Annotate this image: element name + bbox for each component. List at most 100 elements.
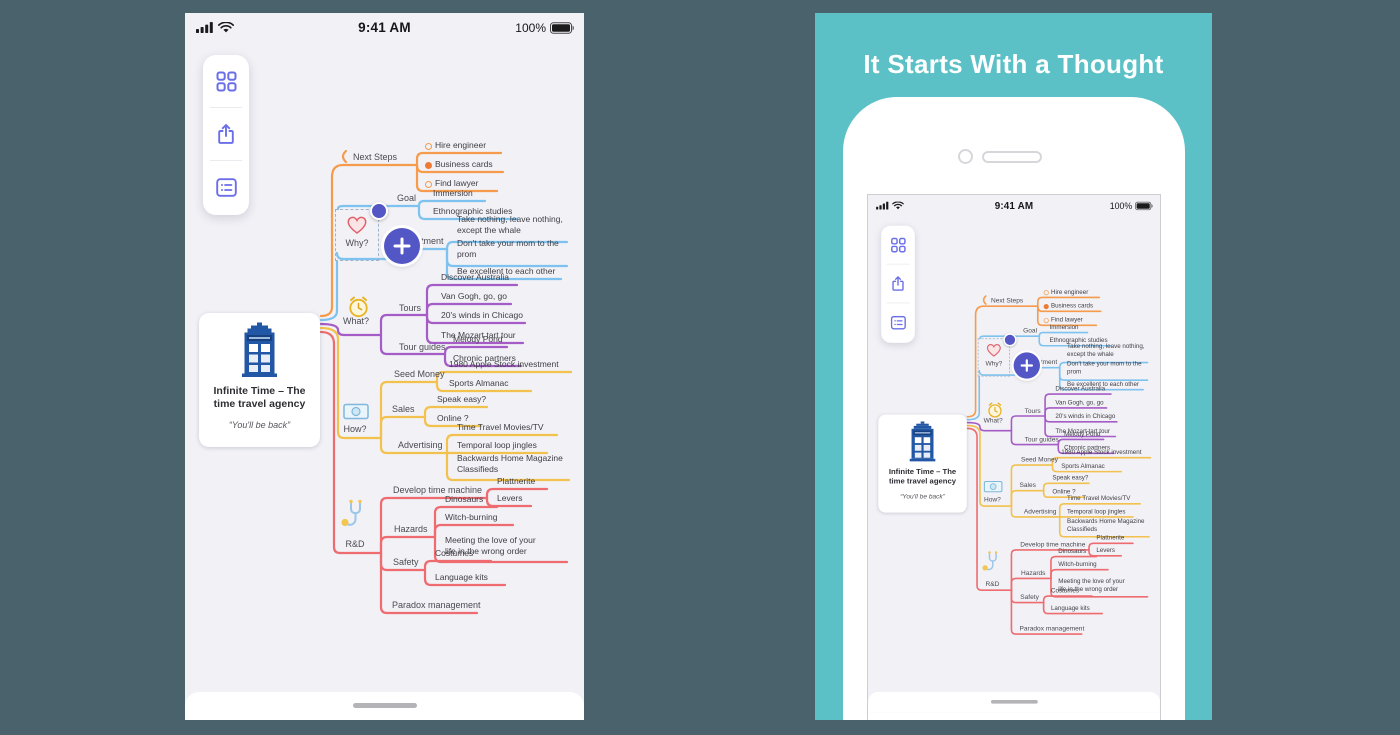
mindmap-leaf-node[interactable]: Levers — [497, 493, 523, 503]
selection-handle[interactable] — [370, 202, 388, 220]
task-bullet[interactable] — [424, 180, 432, 188]
mindmap-leaf-node[interactable]: Sports Almanac — [1061, 462, 1105, 470]
mindmap-leaf-node[interactable]: Melody Pond — [453, 334, 503, 344]
mindmap-branch-label[interactable]: Tours — [1024, 407, 1041, 415]
mindmap-leaf-node[interactable]: Backwards Home Magazine Classifieds — [1067, 516, 1145, 533]
stethoscope-sticker-icon[interactable] — [339, 499, 371, 533]
alarm-clock-sticker-icon[interactable] — [987, 402, 1004, 419]
mindmap-branch-label[interactable]: Goal — [1023, 326, 1038, 335]
mindmap-leaf-node[interactable]: Find lawyer — [1050, 315, 1083, 324]
task-bullet[interactable] — [424, 161, 432, 169]
mindmap-leaf-node[interactable]: Find lawyer — [435, 178, 479, 188]
task-bullet[interactable] — [424, 142, 432, 150]
mindmap-leaf-node[interactable]: Levers — [1096, 546, 1115, 554]
mindmap-branch-label[interactable]: Sales — [392, 404, 415, 414]
mindmap-leaf-node[interactable]: Costumes — [435, 548, 474, 558]
mindmap-leaf-node[interactable]: Ethnographic studies — [433, 206, 513, 216]
mindmap-leaf-node[interactable]: Be excellent to each other — [1067, 380, 1139, 388]
home-indicator[interactable] — [990, 699, 1038, 704]
mindmap-leaf-node[interactable]: Immersion — [433, 188, 473, 198]
mindmap-leaf-node[interactable]: Language kits — [435, 572, 488, 582]
mindmap-leaf-node[interactable]: Meeting the love of your life in the wro… — [1058, 576, 1125, 593]
mindmap-leaf-node[interactable]: Sports Almanac — [449, 378, 509, 388]
mindmap-leaf-node[interactable]: Time Travel Movies/TV — [1067, 494, 1131, 502]
mindmap-branch-label[interactable]: tment — [1040, 358, 1058, 366]
mindmap-leaf-node[interactable]: Take nothing, leave nothing, except the … — [1067, 342, 1145, 358]
branch-label-rd[interactable]: R&D — [985, 579, 1000, 588]
money-bill-sticker-icon[interactable] — [983, 480, 1003, 493]
mindmap-leaf-node[interactable]: Dinosaurs — [445, 494, 484, 504]
mindmap-leaf-node[interactable]: The Mozart tart tour — [441, 330, 516, 340]
mindmap-leaf-node[interactable]: Online ? — [1052, 487, 1076, 496]
task-bullet[interactable] — [1043, 317, 1049, 323]
mindmap-branch-label[interactable]: Seed Money — [394, 369, 445, 379]
mindmap-leaf-node[interactable]: Take nothing, leave nothing, except the … — [457, 214, 563, 235]
home-indicator[interactable] — [352, 703, 417, 708]
grid-view-button[interactable] — [881, 226, 915, 264]
mindmap-leaf-node[interactable]: Hire engineer — [1050, 287, 1089, 296]
mindmap-leaf-node[interactable]: 20's winds in Chicago — [1055, 412, 1116, 420]
branch-label-how[interactable]: How? — [983, 495, 1001, 504]
mindmap-leaf-node[interactable]: Witch-burning — [445, 512, 498, 522]
mindmap-leaf-node[interactable]: Plattnerite — [1096, 533, 1125, 542]
mindmap-leaf-node[interactable]: Speak easy? — [1052, 473, 1089, 482]
mindmap-branch-label[interactable]: Hazards — [394, 524, 428, 534]
share-button[interactable] — [203, 108, 249, 160]
task-bullet[interactable] — [1043, 303, 1049, 309]
mindmap-leaf-node[interactable]: Language kits — [1050, 604, 1090, 612]
sticker-why-selection-box[interactable]: Why? — [335, 209, 379, 261]
mindmap-leaf-node[interactable]: Witch-burning — [1058, 560, 1097, 568]
mindmap-leaf-node[interactable]: Online ? — [437, 413, 469, 423]
mindmap-leaf-node[interactable]: Be excellent to each other — [457, 266, 556, 276]
mindmap-branch-label[interactable]: Paradox management — [1019, 624, 1085, 632]
mindmap-branch-label[interactable]: Sales — [1019, 481, 1036, 489]
mindmap-branch-label[interactable]: Safety — [393, 557, 419, 567]
mindmap-leaf-node[interactable]: 1980 Apple Stock investment — [449, 359, 559, 369]
mindmap-leaf-node[interactable]: Hire engineer — [435, 140, 487, 150]
mindmap-leaf-node[interactable]: Ethnographic studies — [1049, 336, 1108, 344]
mindmap-leaf-node[interactable]: Immersion — [1049, 323, 1079, 331]
branch-label-what[interactable]: What? — [342, 316, 369, 326]
mindmap-branch-label[interactable]: Safety — [1020, 593, 1039, 601]
mindmap-leaf-node[interactable]: Business cards — [435, 159, 493, 169]
mindmap-leaf-node[interactable]: Discover Australia — [1055, 384, 1106, 392]
mindmap-leaf-node[interactable]: Speak easy? — [437, 394, 487, 404]
mindmap-branch-label[interactable]: Tour guides — [1024, 435, 1059, 444]
mindmap-leaf-node[interactable]: 20's winds in Chicago — [441, 310, 523, 320]
branch-label-what[interactable]: What? — [983, 416, 1003, 425]
mindmap-leaf-node[interactable]: Don't take your mom to the prom — [1067, 359, 1142, 376]
mindmap-leaf-node[interactable]: The Mozart tart tour — [1055, 426, 1110, 435]
mindmap-leaf-node[interactable]: Melody Pond — [1064, 429, 1101, 438]
mindmap-branch-label[interactable]: tment — [421, 236, 444, 246]
branch-label-how[interactable]: How? — [343, 424, 367, 434]
mindmap-branch-label[interactable]: Goal — [397, 193, 417, 203]
mindmap-branch-label[interactable]: Develop time machine — [393, 485, 483, 495]
mindmap-leaf-node[interactable]: Van Gogh, go, go — [1055, 398, 1104, 406]
mindmap-leaf-node[interactable]: Costumes — [1050, 586, 1079, 594]
mindmap-branch-label[interactable]: Advertising — [398, 440, 443, 450]
grid-view-button[interactable] — [203, 55, 249, 107]
mindmap-leaf-node[interactable]: Dinosaurs — [1058, 546, 1087, 555]
central-node-card[interactable]: Infinite Time – The time travel agency “… — [878, 414, 967, 513]
branch-label-why[interactable]: Why? — [345, 238, 369, 248]
outline-view-button[interactable] — [203, 161, 249, 213]
mindmap-branch-label[interactable]: Advertising — [1023, 507, 1057, 515]
branch-label-rd[interactable]: R&D — [345, 539, 365, 549]
mindmap-branch-label[interactable]: Tours — [399, 303, 422, 313]
selection-handle[interactable] — [1003, 333, 1017, 347]
mindmap-leaf-node[interactable]: Temporal loop jingles — [1067, 507, 1126, 515]
mindmap-branch-label[interactable]: Seed Money — [1020, 455, 1058, 463]
outline-view-button[interactable] — [881, 303, 915, 341]
task-bullet[interactable] — [1043, 289, 1049, 295]
mindmap-branch-label[interactable]: Develop time machine — [1020, 540, 1086, 548]
mindmap-leaf-node[interactable]: Plattnerite — [497, 476, 536, 486]
alarm-clock-sticker-icon[interactable] — [347, 296, 370, 319]
money-bill-sticker-icon[interactable] — [343, 403, 369, 420]
mindmap-branch-label[interactable]: Paradox management — [392, 600, 481, 610]
mindmap-leaf-node[interactable]: Backwards Home Magazine Classifieds — [457, 453, 563, 474]
mindmap-leaf-node[interactable]: Chronic partners — [1064, 443, 1111, 452]
mindmap-leaf-node[interactable]: Discover Australia — [441, 272, 510, 282]
mindmap-branch-label[interactable]: Tour guides — [399, 342, 446, 352]
mindmap-branch-label[interactable]: Hazards — [1020, 568, 1046, 577]
mindmap-leaf-node[interactable]: Business cards — [1050, 301, 1094, 310]
